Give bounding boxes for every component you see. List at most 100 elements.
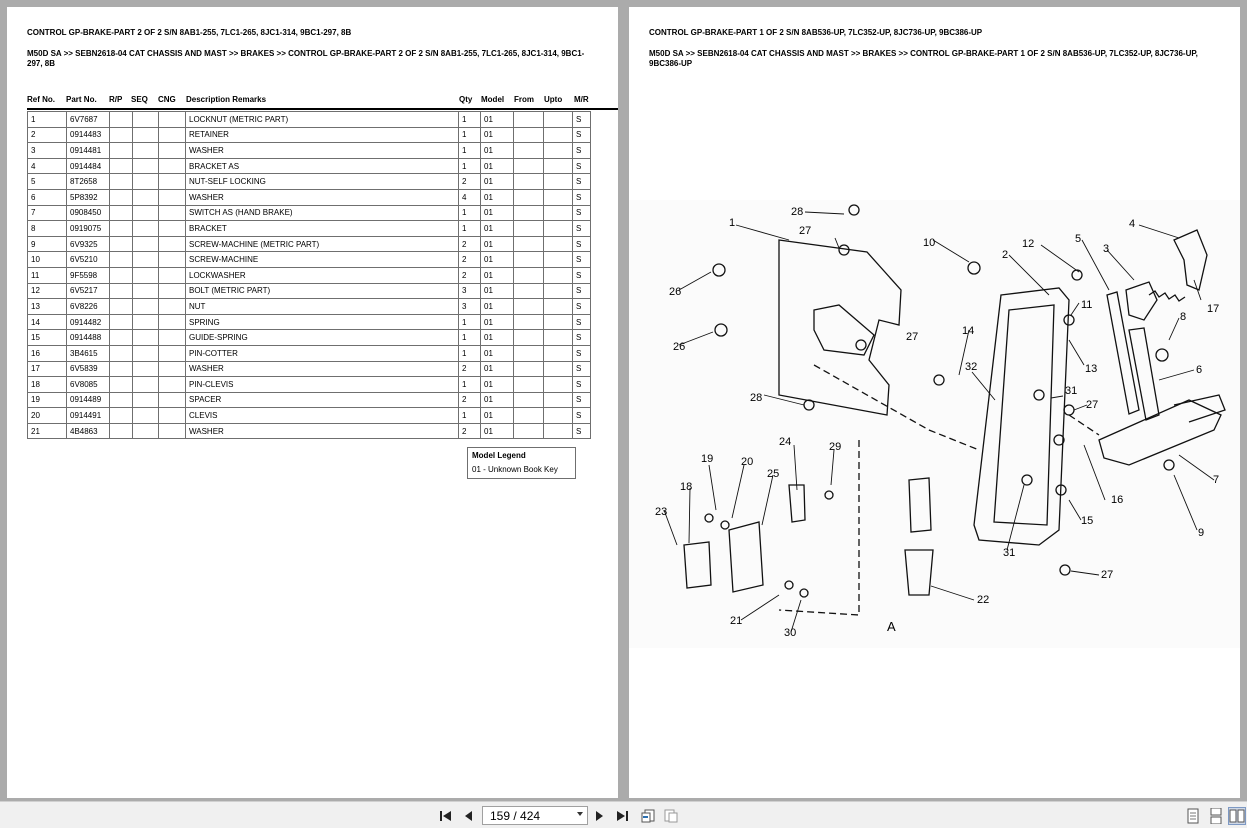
- table-cell: SPACER: [185, 391, 459, 409]
- washer-shape: [1155, 348, 1169, 362]
- table-cell: 2: [458, 251, 481, 268]
- table-cell: 01: [480, 142, 514, 159]
- table-cell: [132, 329, 159, 346]
- table-cell: [132, 204, 159, 222]
- table-cell: [109, 344, 133, 362]
- first-page-icon[interactable]: [437, 807, 455, 825]
- table-cell: S: [572, 157, 591, 175]
- table-cell: 6V5839: [66, 360, 110, 378]
- nut-shape: [1063, 314, 1075, 326]
- continuous-view-icon[interactable]: [1207, 807, 1225, 825]
- nut-shape: [838, 244, 850, 256]
- table-cell: 1: [458, 407, 481, 424]
- table-cell: 6V9325: [66, 235, 110, 253]
- table-cell: [158, 266, 186, 284]
- table-cell: [543, 251, 573, 268]
- table-cell: [109, 142, 133, 159]
- table-cell: [543, 313, 573, 331]
- table-cell: 1: [458, 344, 481, 362]
- table-cell: [158, 391, 186, 409]
- table-cell: 0919075: [66, 220, 110, 237]
- bolt-head-shape: [712, 263, 726, 277]
- table-cell: 4B4863: [66, 422, 110, 440]
- table-cell: [132, 266, 159, 284]
- washer-shape: [720, 520, 730, 530]
- table-cell: [158, 282, 186, 300]
- last-page-icon[interactable]: [613, 807, 631, 825]
- table-cell: 01: [480, 422, 514, 440]
- bolt-head-shape: [714, 323, 728, 337]
- page-title: CONTROL GP-BRAKE-PART 2 OF 2 S/N 8AB1-25…: [27, 28, 352, 37]
- facing-pages-view-icon[interactable]: [1228, 807, 1246, 825]
- table-cell: 1: [458, 329, 481, 346]
- pedal-frame-inner-shape: [993, 304, 1055, 526]
- model-legend: Model Legend 01 - Unknown Book Key: [467, 447, 576, 479]
- callout-label: 4: [1129, 218, 1135, 230]
- table-cell: 3: [458, 298, 481, 315]
- table-cell: 5P8392: [66, 188, 110, 206]
- table-cell: S: [572, 407, 591, 424]
- table-cell: [109, 126, 133, 144]
- go-back-icon[interactable]: [639, 807, 657, 825]
- breadcrumb: M50D SA >> SEBN2618-04 CAT CHASSIS AND M…: [27, 49, 585, 68]
- table-cell: [543, 142, 573, 159]
- table-cell: PIN-CLEVIS: [185, 376, 459, 393]
- table-cell: 7: [27, 204, 67, 222]
- table-cell: [158, 126, 186, 144]
- table-cell: WASHER: [185, 142, 459, 159]
- callout-label: 10: [923, 237, 935, 249]
- table-cell: 3B4615: [66, 344, 110, 362]
- col-header-ref-no: Ref No.: [27, 95, 55, 104]
- callout-label: 3: [1103, 243, 1109, 255]
- callout-label: 21: [730, 615, 742, 627]
- callout-label: 28: [791, 206, 803, 218]
- table-cell: [158, 220, 186, 237]
- table-cell: [543, 376, 573, 393]
- callout-label: 19: [701, 453, 713, 465]
- table-cell: S: [572, 173, 591, 190]
- table-cell: [109, 329, 133, 346]
- table-cell: [513, 111, 544, 128]
- table-cell: [543, 298, 573, 315]
- table-cell: SWITCH AS (HAND BRAKE): [185, 204, 459, 222]
- table-cell: SCREW-MACHINE: [185, 251, 459, 268]
- table-cell: 01: [480, 235, 514, 253]
- next-page-icon[interactable]: [591, 807, 609, 825]
- table-cell: S: [572, 235, 591, 253]
- brake-pedal-shape: [1098, 399, 1222, 466]
- callout-label: 12: [1022, 238, 1034, 250]
- table-cell: [132, 391, 159, 409]
- table-cell: LOCKWASHER: [185, 266, 459, 284]
- table-cell: 8: [27, 220, 67, 237]
- callout-label: 31: [1003, 547, 1015, 559]
- table-cell: [513, 157, 544, 175]
- table-cell: 1: [458, 142, 481, 159]
- table-cell: 0914489: [66, 391, 110, 409]
- table-cell: [109, 313, 133, 331]
- table-cell: [132, 376, 159, 393]
- callout-label: 14: [962, 325, 974, 337]
- table-cell: [543, 220, 573, 237]
- go-forward-icon[interactable]: [662, 807, 680, 825]
- callout-label: 32: [965, 361, 977, 373]
- table-cell: 1: [458, 204, 481, 222]
- left-document-page: CONTROL GP-BRAKE-PART 2 OF 2 S/N 8AB1-25…: [7, 7, 618, 798]
- callout-label: 26: [669, 286, 681, 298]
- table-cell: 1: [458, 220, 481, 237]
- page-number-select[interactable]: 159 / 424: [482, 806, 588, 825]
- table-cell: [543, 173, 573, 190]
- table-cell: 6V5210: [66, 251, 110, 268]
- table-cell: [109, 111, 133, 128]
- single-page-view-icon[interactable]: [1184, 807, 1202, 825]
- table-cell: 01: [480, 282, 514, 300]
- previous-page-icon[interactable]: [459, 807, 477, 825]
- table-cell: PIN-COTTER: [185, 344, 459, 362]
- table-cell: [158, 298, 186, 315]
- table-cell: 1: [458, 111, 481, 128]
- table-cell: LOCKNUT (METRIC PART): [185, 111, 459, 128]
